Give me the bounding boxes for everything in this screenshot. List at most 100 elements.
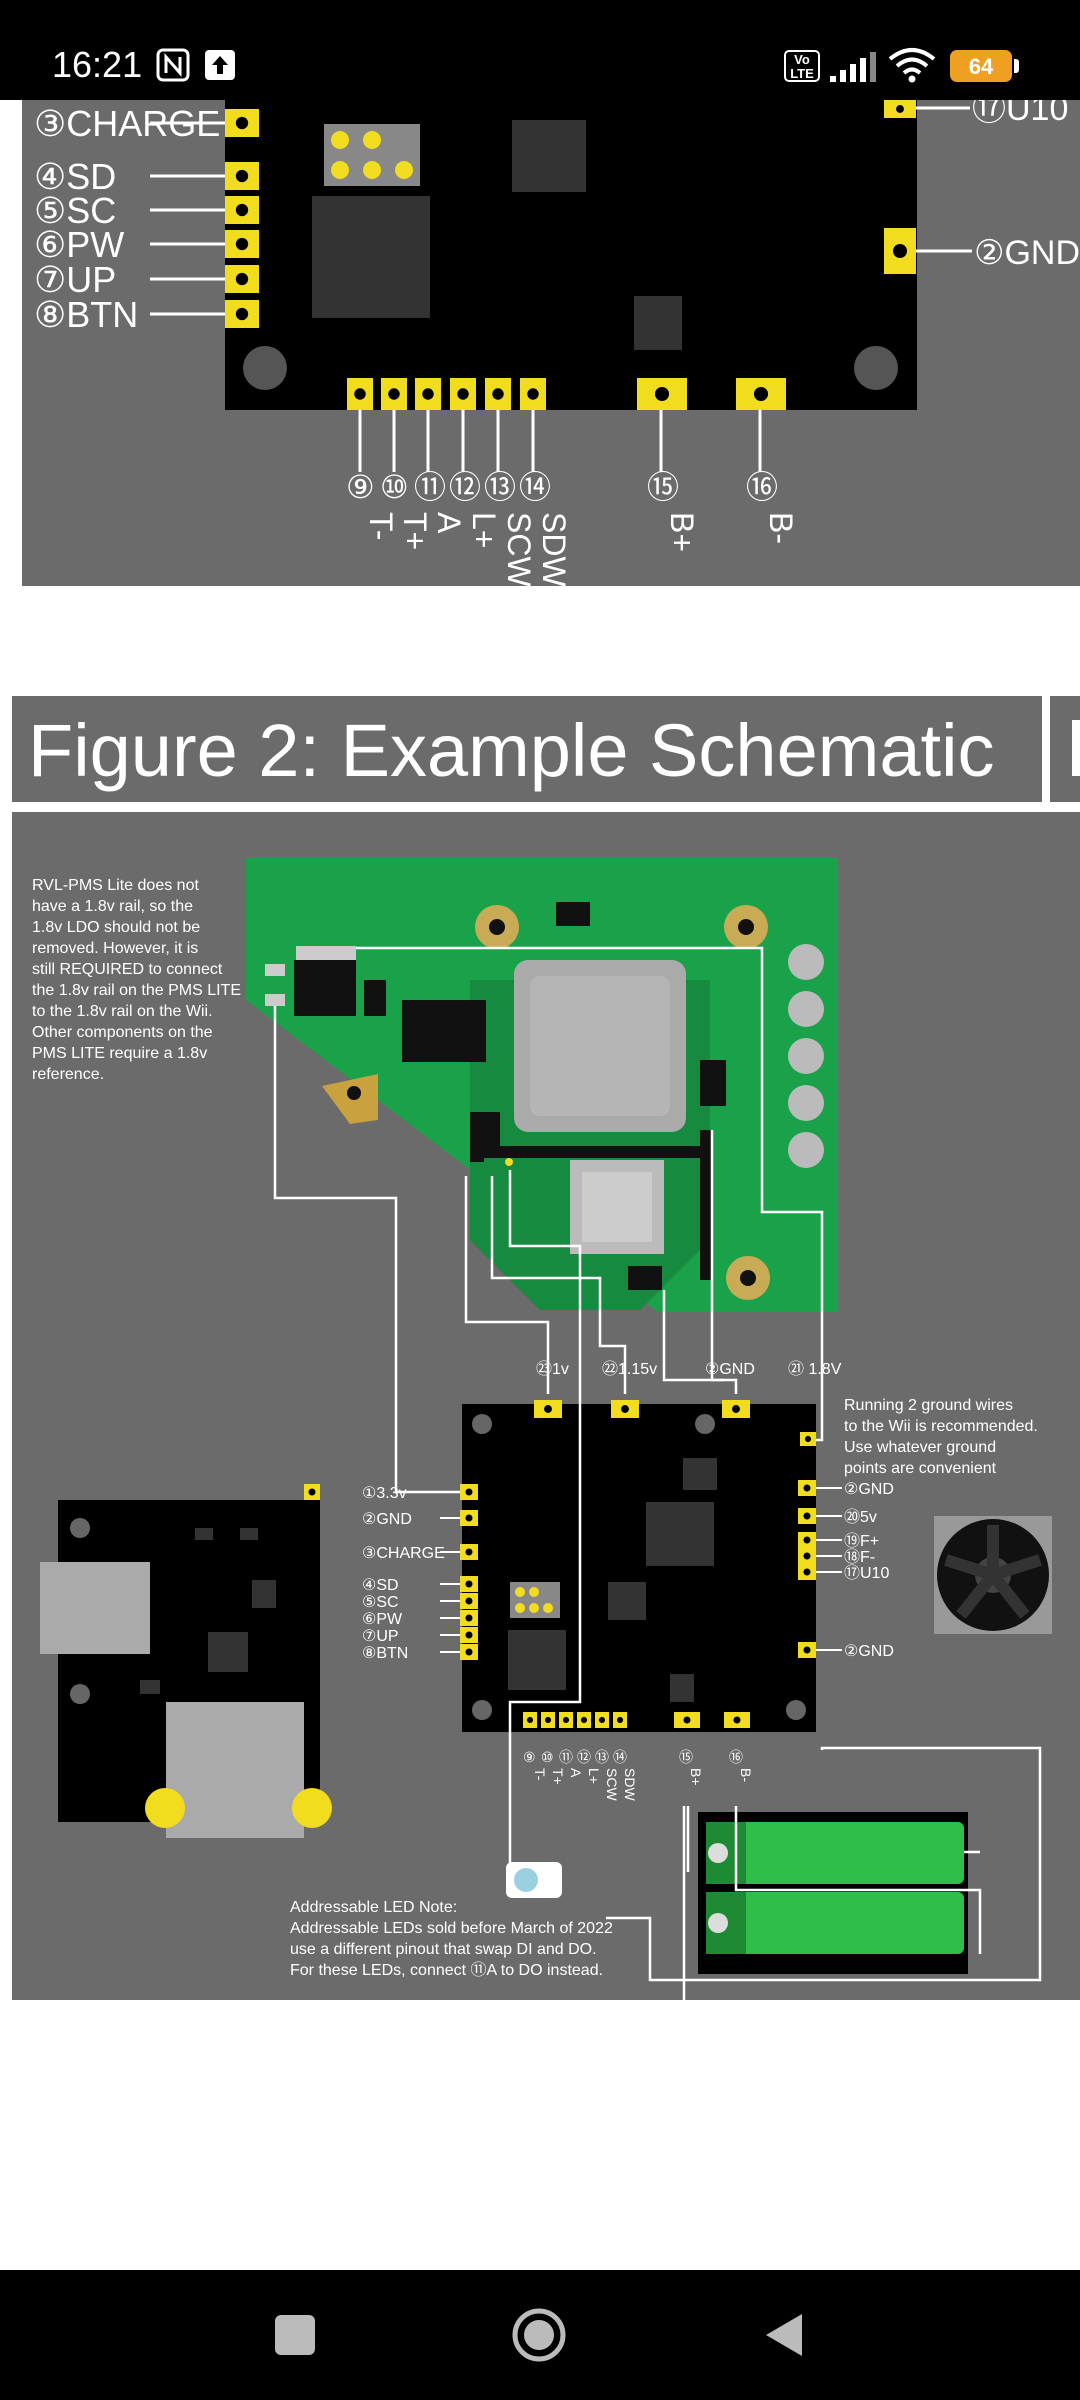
charger-switch	[166, 1702, 304, 1838]
figure1-bottom-pin-number: ⑯	[746, 469, 778, 505]
figure2-top-pin-label: ㉑ 1.8V	[788, 1360, 842, 1378]
figure2-top-pin-label: ㉒1.15v	[602, 1360, 657, 1378]
figure2-bottom-pin-name: SCW	[604, 1768, 620, 1801]
figure2-left-pin-label: ⑧BTN	[362, 1645, 408, 1662]
usb-port	[40, 1562, 150, 1654]
figure2-bottom-pin-number: ⑯	[729, 1749, 743, 1765]
figure1-mount-hole	[854, 346, 898, 390]
figure1-mount-hole	[243, 346, 287, 390]
figure1-bottom-pin-number: ⑭	[519, 469, 551, 505]
figure2-left-pin-label: ②GND	[362, 1511, 412, 1528]
figure2-bottom-pin-name: B+	[688, 1768, 704, 1786]
figure2-right-pin-label: ②GND	[844, 1643, 894, 1660]
figure2-left-pin-label: ⑥PW	[362, 1611, 403, 1628]
status-bar: 16:21 Vo LTE 64	[0, 0, 1080, 100]
figure2-note-line: the 1.8v rail on the PMS LITE	[32, 982, 241, 999]
figure1-bottom-pin-name: A	[431, 512, 467, 534]
figure2-left-pin-label: ⑦UP	[362, 1628, 399, 1645]
figure1-bottom-pin-name: T+	[397, 512, 433, 550]
figure2-bottom-pin-number: ⑭	[613, 1749, 627, 1765]
figure2-note-line: Other components on the	[32, 1024, 213, 1041]
figure2-bottom-pin-number: ⑮	[679, 1749, 693, 1765]
figure1-bottom-pin-number: ⑩	[380, 469, 409, 505]
upload-icon	[205, 50, 235, 80]
figure1-bottom-pin-number: ⑫	[449, 469, 481, 505]
figure2-bottom-pin-number: ⑪	[559, 1749, 573, 1765]
figure1-right-pin-label: ②GND	[974, 234, 1080, 272]
figure2-left-pin-label: ①3.3v	[362, 1485, 407, 1502]
figure2-note-line: removed. However, it is	[32, 940, 198, 957]
figure2-bottom-pin-name: SDW	[622, 1768, 638, 1801]
figure2-note-line: to the 1.8v rail on the Wii.	[32, 1003, 213, 1020]
battery-level: 64	[968, 54, 994, 79]
figure2-top-pin-label: ㉓1v	[536, 1360, 569, 1378]
figure2-left-pin-label: ⑤SC	[362, 1594, 399, 1611]
figure1-bottom-pin-name: SCW	[501, 512, 537, 587]
figure2-note-line: 1.8v LDO should not be	[32, 919, 200, 936]
signal-icon	[830, 52, 876, 82]
figure2-note-line: still REQUIRED to connect	[32, 961, 223, 978]
figure1-bottom-pin-number: ⑮	[647, 469, 679, 505]
figure2-bottom-pin-name: A	[568, 1768, 584, 1778]
figure2-left-pin-label: ④SD	[362, 1577, 399, 1594]
figure2-led-note-line: Addressable LEDs sold before March of 20…	[290, 1920, 613, 1937]
figure2-led-note-line: Addressable LED Note:	[290, 1899, 457, 1916]
figure2-bottom-pin-name: L+	[586, 1768, 602, 1784]
figure1-chip	[634, 296, 682, 350]
figure1-bottom-pin-number: ⑬	[484, 469, 516, 505]
figure2-bottom-pin-name: T+	[550, 1768, 566, 1785]
figure1-bottom-pin-name: SDW	[536, 512, 572, 587]
figure2-right-pin-label: ⑳5v	[844, 1508, 877, 1526]
figure1-chip	[512, 120, 586, 192]
figure1-chip	[312, 196, 430, 318]
figure2-ground-note-line: Use whatever ground	[844, 1439, 996, 1456]
volte-icon: Vo LTE	[784, 50, 820, 82]
battery-cell	[706, 1822, 964, 1884]
status-time: 16:21	[52, 44, 143, 85]
figure1-left-pin-label: ③CHARGE	[34, 103, 220, 144]
figure2-top-pin-label: ②GND	[705, 1361, 755, 1378]
figure2: Figure 2: Example Schematic RVL-PMS Lite…	[12, 696, 1080, 2024]
figure2-note-line: PMS LITE require a 1.8v	[32, 1045, 207, 1062]
figure1-bottom-pin-name: T-	[363, 512, 399, 540]
figure3-title-edge-glyph	[1072, 720, 1080, 776]
battery-tip	[1014, 59, 1019, 73]
figure2-note-line: have a 1.8v rail, so the	[32, 898, 193, 915]
figure1-bottom-pin-name: B+	[664, 512, 700, 552]
figure2-bottom-pin-name: T-	[532, 1768, 548, 1781]
figure2-note-line: reference.	[32, 1066, 104, 1083]
home-icon[interactable]	[512, 2308, 566, 2362]
figure1-left-pin-label: ⑤SC	[34, 190, 116, 231]
figure2-led-note-line: use a different pinout that swap DI and …	[290, 1941, 597, 1958]
back-icon[interactable]	[758, 2308, 812, 2362]
figure2-bottom-pin-number: ⑫	[577, 1749, 591, 1765]
figure2-right-pin-label: ②GND	[844, 1481, 894, 1498]
figure2-title-bar	[12, 696, 1042, 802]
figure2-right-pin-label: ⑰U10	[844, 1564, 889, 1582]
figure2-ground-note-line: to the Wii is recommended.	[844, 1418, 1038, 1435]
figure2-bottom-pin-number: ⑨	[523, 1749, 536, 1765]
figure2-bottom-pin-number: ⑬	[595, 1749, 609, 1765]
figure2-right-pin-label: ⑲F+	[844, 1532, 879, 1550]
figure2-bottom-pin-number: ⑩	[541, 1749, 554, 1765]
figure1-right-pin-label: ⑰U10	[972, 100, 1068, 128]
recents-icon[interactable]	[268, 2308, 322, 2362]
figure2-ground-note-line: Running 2 ground wires	[844, 1397, 1013, 1414]
figure1-bottom-pin-name: L+	[466, 512, 502, 548]
figure2-led-note-line: For these LEDs, connect ⑪A to DO instead…	[290, 1961, 603, 1979]
battery-cell	[706, 1892, 964, 1954]
figure1-left-pin-label: ⑧BTN	[34, 294, 138, 335]
figure1-bottom-pin-number: ⑪	[414, 469, 446, 505]
battery-icon: 64	[950, 50, 1012, 82]
figure1-left-pin-label: ⑦UP	[34, 259, 116, 300]
figure1-left-pin-label: ⑥PW	[34, 224, 124, 265]
figure2-bottom-pin-name: B-	[738, 1768, 754, 1782]
figure1-left-pin-label: ④SD	[34, 156, 116, 197]
navigation-bar	[0, 2270, 1080, 2400]
figure2-title: Figure 2: Example Schematic	[28, 709, 995, 792]
figure1-bottom-pin-name: B-	[763, 512, 799, 544]
nfc-icon	[156, 48, 190, 82]
